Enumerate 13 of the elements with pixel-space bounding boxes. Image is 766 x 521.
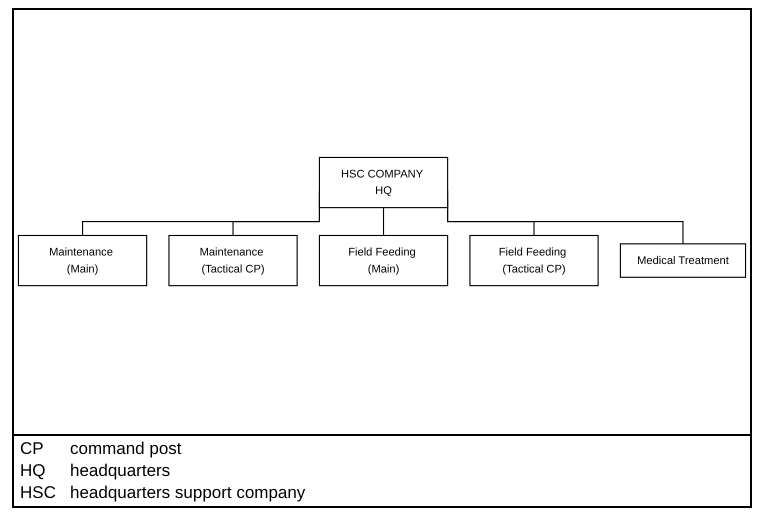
node-box: HSC COMPANY HQ [318, 157, 448, 209]
abbreviation-meaning: command post [70, 438, 182, 460]
connector [382, 208, 384, 236]
abbreviation: HQ [20, 460, 46, 482]
abbreviation-meaning: headquarters [70, 460, 172, 482]
node-box: Maintenance (Tactical CP) [168, 235, 298, 287]
node-box: Maintenance (Main) [18, 235, 148, 287]
abbreviation: HSC [20, 482, 57, 504]
node-box: Field Feeding (Tactical CP) [469, 235, 599, 287]
node-box: Field Feeding (Main) [318, 235, 448, 287]
abbreviation-meaning: headquarters support company [70, 482, 306, 504]
node-box: Medical Treatment [620, 244, 746, 278]
abbreviation: CP [20, 438, 45, 460]
